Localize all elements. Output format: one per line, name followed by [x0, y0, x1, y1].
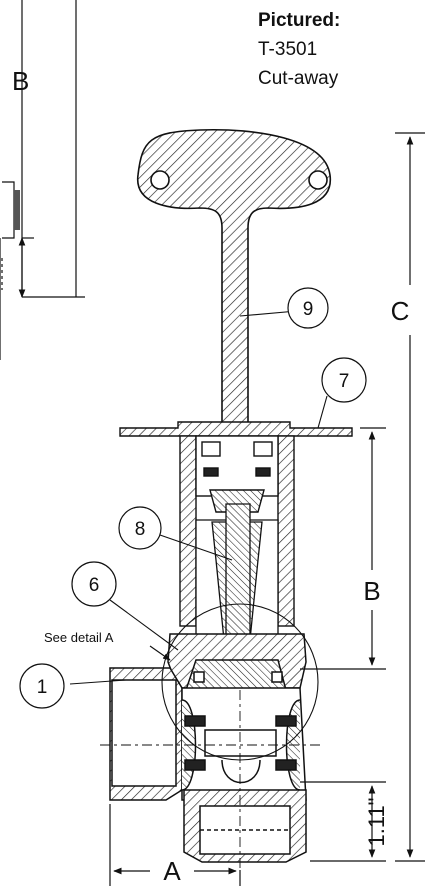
callout-9-number: 9	[303, 299, 314, 320]
callout-8-number: 8	[135, 519, 146, 540]
t-handle	[137, 128, 331, 449]
callout-1: 1	[19, 663, 65, 709]
dimension-c-label: C	[391, 296, 410, 326]
callout-1-number: 1	[37, 677, 48, 698]
dimension-b-left-label: B	[12, 66, 29, 96]
dimension-a-label: A	[163, 856, 181, 886]
lower-stem	[195, 503, 279, 641]
dimension-b-right-label: B	[363, 576, 380, 606]
callout-leaders	[69, 309, 328, 685]
caption-model: T-3501	[258, 39, 317, 60]
callout-7-number: 7	[339, 371, 350, 392]
left-partial-view	[0, 0, 85, 360]
valve-body	[100, 603, 320, 870]
caption-title: Pictured:	[258, 10, 340, 31]
dimension-lines	[109, 132, 425, 886]
detail-a-note: See detail A	[44, 630, 114, 645]
callout-9: 9	[287, 287, 329, 329]
bonnet-assembly	[119, 421, 353, 627]
dimension-height-label: 1.11"	[364, 798, 389, 847]
callout-6: 6	[71, 561, 117, 607]
callout-6-number: 6	[89, 575, 100, 596]
callout-7: 7	[321, 357, 367, 403]
callout-8: 8	[118, 506, 162, 550]
caption-view: Cut-away	[258, 68, 339, 89]
